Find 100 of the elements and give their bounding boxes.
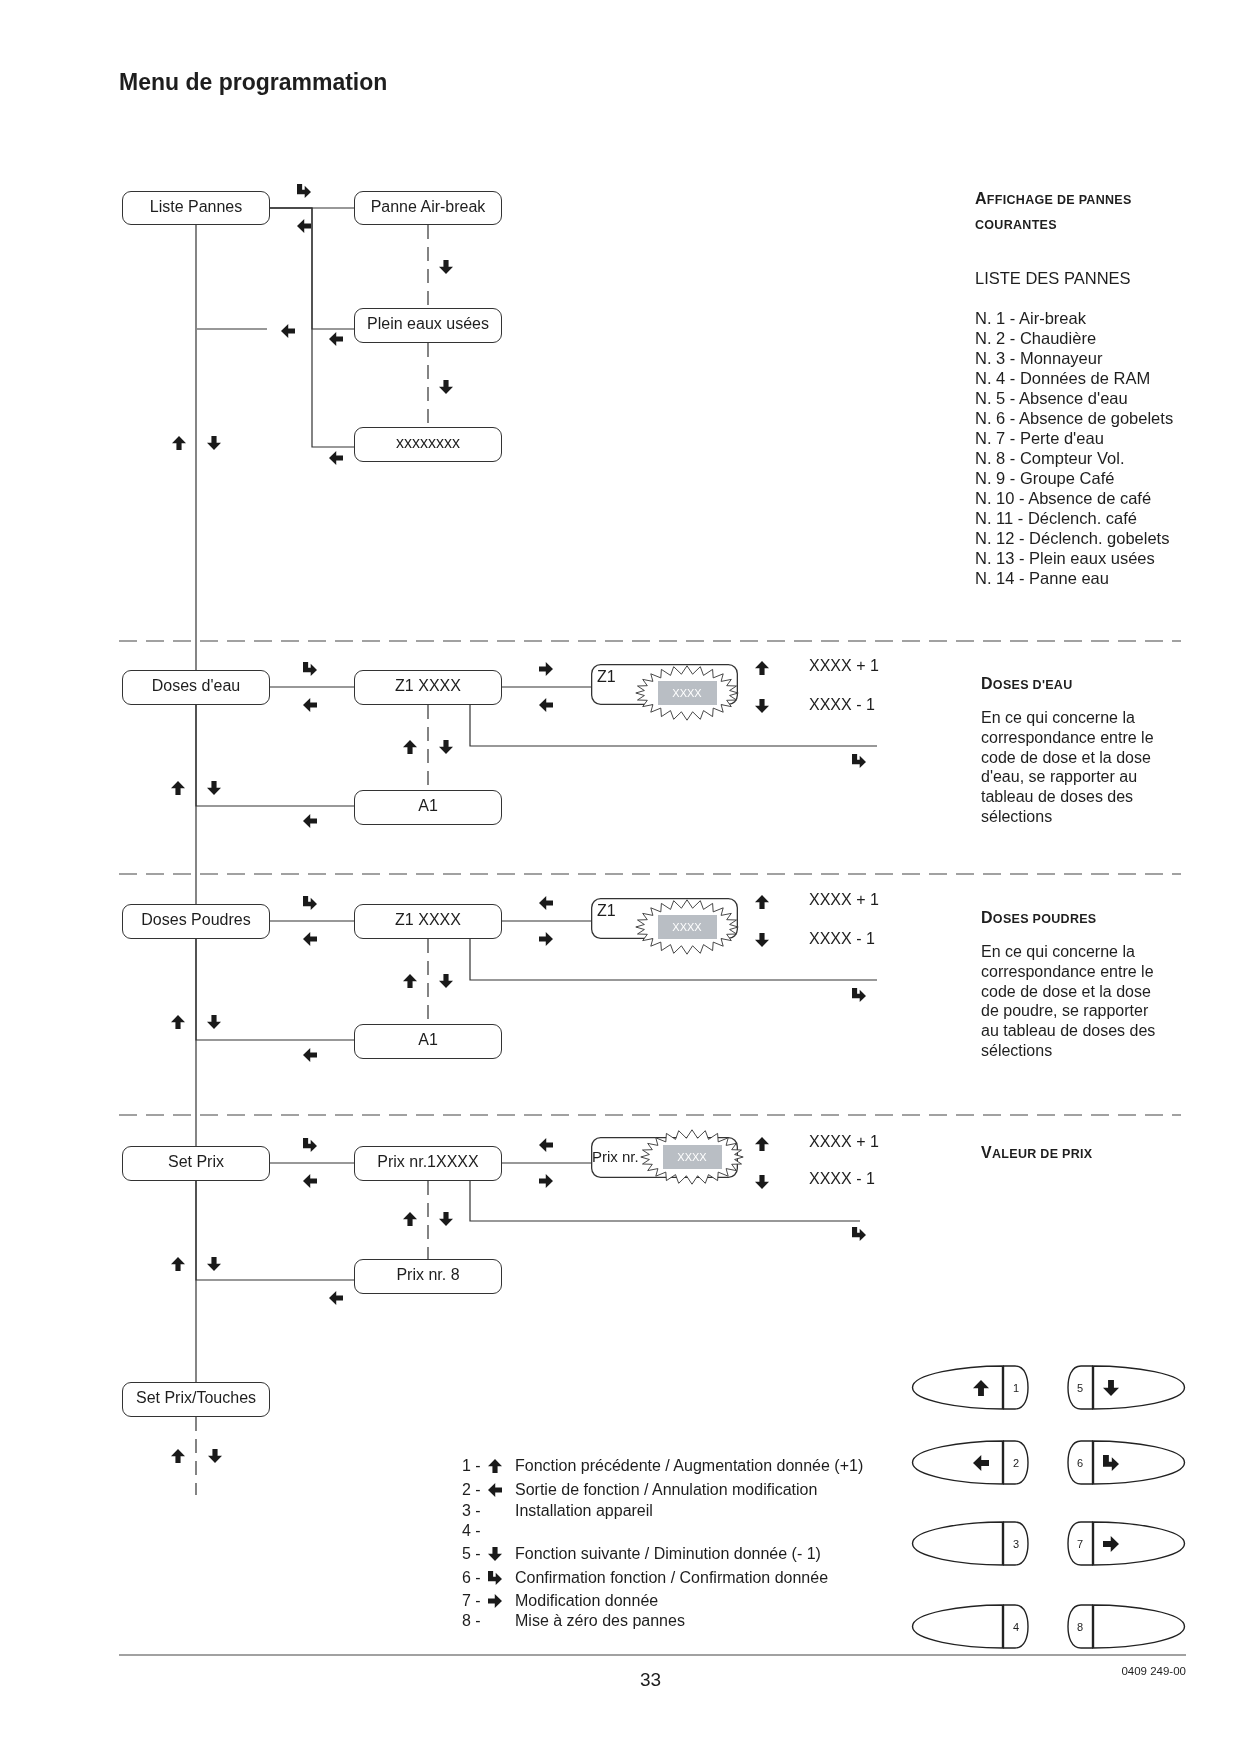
fault-list-item: N. 2 - Chaudière: [975, 328, 1097, 348]
connector-line: [269, 207, 355, 448]
fault-list-item: N. 13 - Plein eaux usées: [975, 548, 1155, 568]
keypad-key: [911, 1440, 1029, 1485]
dashed-connector: [195, 1416, 197, 1496]
display-box: [591, 898, 740, 956]
menu-box: xxxxxxxx: [354, 427, 502, 462]
key-number: 6: [1075, 1455, 1085, 1470]
keypad-key: [1067, 1521, 1186, 1566]
connector-line: [195, 224, 197, 671]
key-legend-number: 3 -: [462, 1501, 481, 1521]
menu-box: Doses d'eau: [122, 670, 270, 705]
key-legend-text: Modification donnée: [515, 1591, 659, 1611]
connector-line: [195, 1180, 197, 1383]
fault-list-item: N. 9 - Groupe Café: [975, 468, 1115, 488]
section-heading: AFFICHAGE DE PANNES COURANTES: [975, 189, 1133, 234]
menu-box: A1: [354, 1024, 502, 1059]
keypad-key: [1067, 1365, 1186, 1410]
display-value: XXXX: [657, 915, 717, 939]
menu-box: Liste Pannes: [122, 191, 270, 225]
keypad-key: [911, 1521, 1029, 1566]
page-number: 33: [640, 1668, 662, 1692]
keypad-key: [1067, 1440, 1186, 1485]
fault-list-item: N. 4 - Données de RAM: [975, 368, 1151, 388]
menu-box: Doses Poudres: [122, 904, 270, 939]
key-number: 7: [1075, 1536, 1085, 1551]
keypad-key: [911, 1365, 1029, 1410]
key-number: 5: [1075, 1380, 1085, 1395]
menu-box: Z1 XXXX: [354, 904, 502, 939]
menu-box: Prix nr. 8: [354, 1259, 502, 1294]
key-legend-text: Fonction précédente / Augmentation donnée (+1): [515, 1456, 864, 1476]
connector-line: [195, 938, 197, 1147]
value-label: XXXX + 1: [809, 1132, 879, 1152]
connector-line: [195, 704, 197, 905]
connector-line: [501, 686, 592, 688]
fault-list-item: N. 12 - Déclench. gobelets: [975, 528, 1170, 548]
menu-box: A1: [354, 790, 502, 825]
display-label: Prix nr.: [592, 1147, 639, 1166]
display-label: Z1: [597, 902, 616, 920]
fault-list-item: N. 7 - Perte d'eau: [975, 428, 1104, 448]
key-number: 4: [1011, 1619, 1021, 1634]
connector-line: [501, 1162, 592, 1164]
fault-list-item: N. 8 - Compteur Vol.: [975, 448, 1125, 468]
key-legend-text: Fonction suivante / Diminution donnée (- 1): [515, 1544, 821, 1564]
fault-list-item: N. 14 - Panne eau: [975, 568, 1109, 588]
list-heading: LISTE DES PANNES: [975, 268, 1131, 288]
menu-box: Set Prix: [122, 1146, 270, 1181]
key-legend-text: Mise à zéro des pannes: [515, 1611, 685, 1631]
menu-box: Panne Air-break: [354, 191, 502, 225]
display-box: [591, 1129, 744, 1185]
connector-line: [269, 920, 355, 922]
key-number: 1: [1011, 1380, 1021, 1395]
fault-list-item: N. 10 - Absence de café: [975, 488, 1152, 508]
key-legend-number: 4 -: [462, 1521, 481, 1541]
document-code: 0409 249-00: [1121, 1664, 1186, 1679]
key-number: 2: [1011, 1455, 1021, 1470]
fault-list-item: N. 5 - Absence d'eau: [975, 388, 1128, 408]
fault-list-item: N. 3 - Monnayeur: [975, 348, 1103, 368]
keypad-key: [1067, 1604, 1186, 1649]
key-number: 8: [1075, 1619, 1085, 1634]
key-legend-number: 7 -: [462, 1591, 481, 1611]
connector-line: [269, 686, 355, 688]
key-number: 3: [1011, 1536, 1021, 1551]
fault-list-item: N. 6 - Absence de gobelets: [975, 408, 1174, 428]
value-label: XXXX + 1: [809, 656, 879, 676]
key-legend-text: Sortie de fonction / Annulation modification: [515, 1480, 818, 1500]
dashed-connector: [427, 1180, 429, 1260]
connector-line: [469, 1180, 861, 1222]
menu-box: Plein eaux usées: [354, 308, 502, 343]
key-legend-number: 6 -: [462, 1568, 481, 1588]
value-label: XXXX - 1: [809, 1169, 875, 1189]
key-legend-number: 5 -: [462, 1544, 481, 1564]
fault-list-item: N. 1 - Air-break: [975, 308, 1086, 328]
section-heading: DOSES POUDRES: [981, 908, 1097, 928]
value-label: XXXX - 1: [809, 695, 875, 715]
key-legend-text: Confirmation fonction / Confirmation donnée: [515, 1568, 829, 1588]
display-box: [591, 664, 740, 722]
value-label: XXXX + 1: [809, 890, 879, 910]
key-legend-number: 2 -: [462, 1480, 481, 1500]
key-legend-number: 1 -: [462, 1456, 481, 1476]
connector-line: [269, 1162, 355, 1164]
connector-line: [469, 938, 878, 981]
menu-box: Set Prix/Touches: [122, 1382, 270, 1417]
connector-line: [501, 920, 592, 922]
key-legend-text: Installation appareil: [515, 1501, 653, 1521]
key-legend-number: 8 -: [462, 1611, 481, 1631]
page-title: Menu de programmation: [119, 68, 388, 96]
display-value: XXXX: [662, 1145, 722, 1169]
display-value: XXXX: [657, 681, 717, 705]
menu-box: Prix nr.1XXXX: [354, 1146, 502, 1181]
value-label: XXXX - 1: [809, 929, 875, 949]
fault-list-item: N. 11 - Déclench. café: [975, 508, 1138, 528]
section-note: En ce qui concerne la correspondance entre le code de dose et la dose d'eau, se rapporter au tableau de doses des sélections: [981, 708, 1155, 827]
display-label: Z1: [597, 668, 616, 686]
section-heading: DOSES D'EAU: [981, 674, 1073, 694]
menu-box: Z1 XXXX: [354, 670, 502, 705]
section-heading: VALEUR DE PRIX: [981, 1143, 1093, 1163]
keypad-key: [911, 1604, 1029, 1649]
section-note: En ce qui concerne la correspondance entre le code de dose et la dose de poudre, se rapporter au tableau de doses des sélections: [981, 942, 1157, 1061]
connector-line: [469, 704, 878, 747]
